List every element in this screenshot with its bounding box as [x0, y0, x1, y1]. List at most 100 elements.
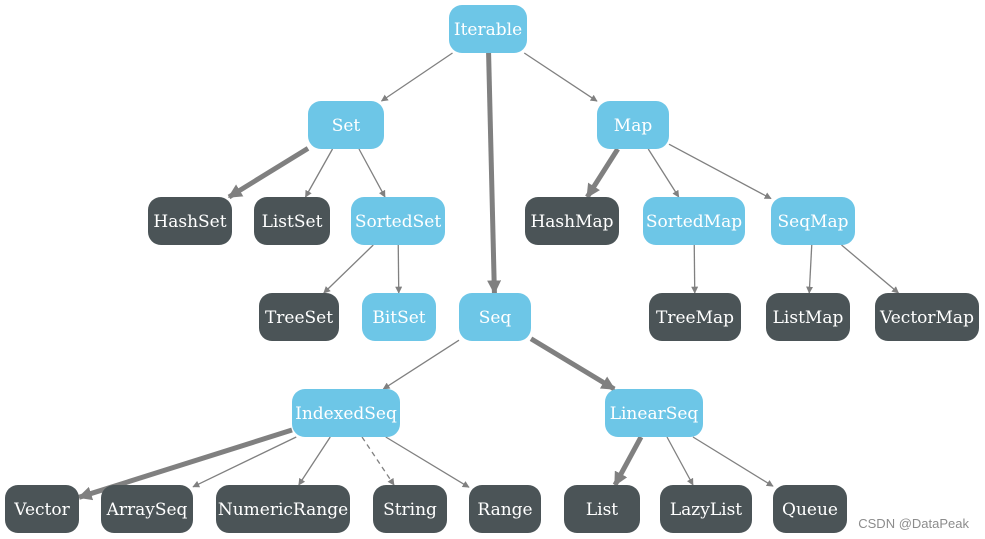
node-label-lazylist: LazyList	[670, 500, 742, 520]
node-treemap: TreeMap	[649, 293, 741, 341]
edge-linearseq-to-list	[612, 435, 644, 487]
edge-sortedmap-to-treemap	[691, 244, 699, 294]
node-list: List	[564, 485, 640, 533]
node-label-treeset: TreeSet	[265, 308, 333, 328]
node-label-seqmap: SeqMap	[777, 212, 848, 232]
node-linearseq: LinearSeq	[605, 389, 703, 437]
node-box-indexedseq	[292, 389, 400, 437]
node-box-hashset	[148, 197, 232, 245]
edge-linearseq-to-lazylist	[666, 436, 694, 486]
node-box-treemap	[649, 293, 741, 341]
node-vector: Vector	[5, 485, 79, 533]
node-label-queue: Queue	[782, 500, 838, 520]
node-seqmap: SeqMap	[771, 197, 855, 245]
node-box-hashmap	[525, 197, 619, 245]
node-lazylist: LazyList	[660, 485, 752, 533]
edge-sortedset-to-treeset	[323, 244, 374, 294]
node-label-sortedset: SortedSet	[355, 212, 441, 232]
node-iterable: Iterable	[449, 5, 527, 53]
edge-seq-to-linearseq	[529, 336, 616, 392]
node-box-listmap	[766, 293, 850, 341]
node-treeset: TreeSet	[259, 293, 339, 341]
edge-set-to-listset	[304, 148, 334, 198]
node-listmap: ListMap	[766, 293, 850, 341]
edge-seqmap-to-listmap	[806, 244, 814, 294]
node-label-vector: Vector	[13, 500, 70, 520]
node-box-treeset	[259, 293, 339, 341]
edge-iterable-to-seq	[486, 52, 502, 295]
edge-iterable-to-set	[380, 52, 453, 102]
node-box-listset	[254, 197, 330, 245]
edge-map-to-sortedmap	[647, 148, 680, 198]
node-label-arrayseq: ArraySeq	[106, 500, 188, 520]
edge-linearseq-to-queue	[692, 436, 774, 487]
node-label-hashmap: HashMap	[530, 212, 613, 232]
node-label-map: Map	[614, 116, 653, 136]
node-label-list: List	[586, 500, 618, 520]
node-box-set	[308, 101, 384, 149]
edge-indexedseq-to-range	[385, 436, 470, 488]
node-label-numericrange: NumericRange	[218, 500, 348, 520]
node-label-string: String	[383, 500, 437, 520]
node-map: Map	[597, 101, 669, 149]
edge-set-to-hashset	[227, 146, 310, 200]
node-label-iterable: Iterable	[454, 20, 522, 40]
node-string: String	[373, 485, 447, 533]
edge-map-to-hashmap	[585, 147, 620, 199]
node-bitset: BitSet	[362, 293, 436, 341]
node-box-numericrange	[216, 485, 350, 533]
node-box-linearseq	[605, 389, 703, 437]
node-numericrange: NumericRange	[216, 485, 350, 533]
node-box-range	[469, 485, 541, 533]
node-label-listmap: ListMap	[773, 308, 844, 328]
node-hashset: HashSet	[148, 197, 232, 245]
node-box-sortedmap	[643, 197, 745, 245]
edge-indexedseq-to-arrayseq	[192, 436, 297, 488]
node-set: Set	[308, 101, 384, 149]
node-label-sortedmap: SortedMap	[646, 212, 742, 232]
node-box-lazylist	[660, 485, 752, 533]
edge-set-to-sortedset	[358, 148, 386, 198]
node-queue: Queue	[773, 485, 847, 533]
node-box-vectormap	[875, 293, 979, 341]
node-label-indexedseq: IndexedSeq	[295, 404, 397, 424]
node-label-range: Range	[477, 500, 532, 520]
edge-seq-to-indexedseq	[382, 339, 460, 390]
node-arrayseq: ArraySeq	[101, 485, 193, 533]
edge-indexedseq-to-numericrange	[298, 436, 331, 486]
node-label-hashset: HashSet	[153, 212, 226, 232]
node-label-treemap: TreeMap	[656, 308, 734, 328]
node-box-seq	[459, 293, 531, 341]
edge-iterable-to-map	[523, 52, 598, 102]
edge-seqmap-to-vectormap	[841, 244, 900, 294]
edge-sortedset-to-bitset	[395, 244, 403, 294]
edge-map-to-seqmap	[668, 143, 772, 200]
node-box-arrayseq	[101, 485, 193, 533]
node-range: Range	[469, 485, 541, 533]
node-listset: ListSet	[254, 197, 330, 245]
node-box-iterable	[449, 5, 527, 53]
node-seq: Seq	[459, 293, 531, 341]
edge-indexedseq-to-string	[361, 436, 395, 486]
node-sortedset: SortedSet	[351, 197, 445, 245]
node-indexedseq: IndexedSeq	[292, 389, 400, 437]
node-label-listset: ListSet	[262, 212, 323, 232]
node-box-string	[373, 485, 447, 533]
node-box-sortedset	[351, 197, 445, 245]
node-box-map	[597, 101, 669, 149]
node-label-seq: Seq	[479, 308, 512, 328]
node-vectormap: VectorMap	[875, 293, 979, 341]
node-label-vectormap: VectorMap	[879, 308, 974, 328]
edges-layer	[77, 52, 900, 501]
node-box-queue	[773, 485, 847, 533]
node-hashmap: HashMap	[525, 197, 619, 245]
node-box-list	[564, 485, 640, 533]
node-box-vector	[5, 485, 79, 533]
node-label-bitset: BitSet	[372, 308, 425, 328]
watermark: CSDN @DataPeak	[858, 516, 969, 531]
node-label-set: Set	[332, 116, 361, 136]
node-sortedmap: SortedMap	[643, 197, 745, 245]
node-label-linearseq: LinearSeq	[610, 404, 699, 424]
